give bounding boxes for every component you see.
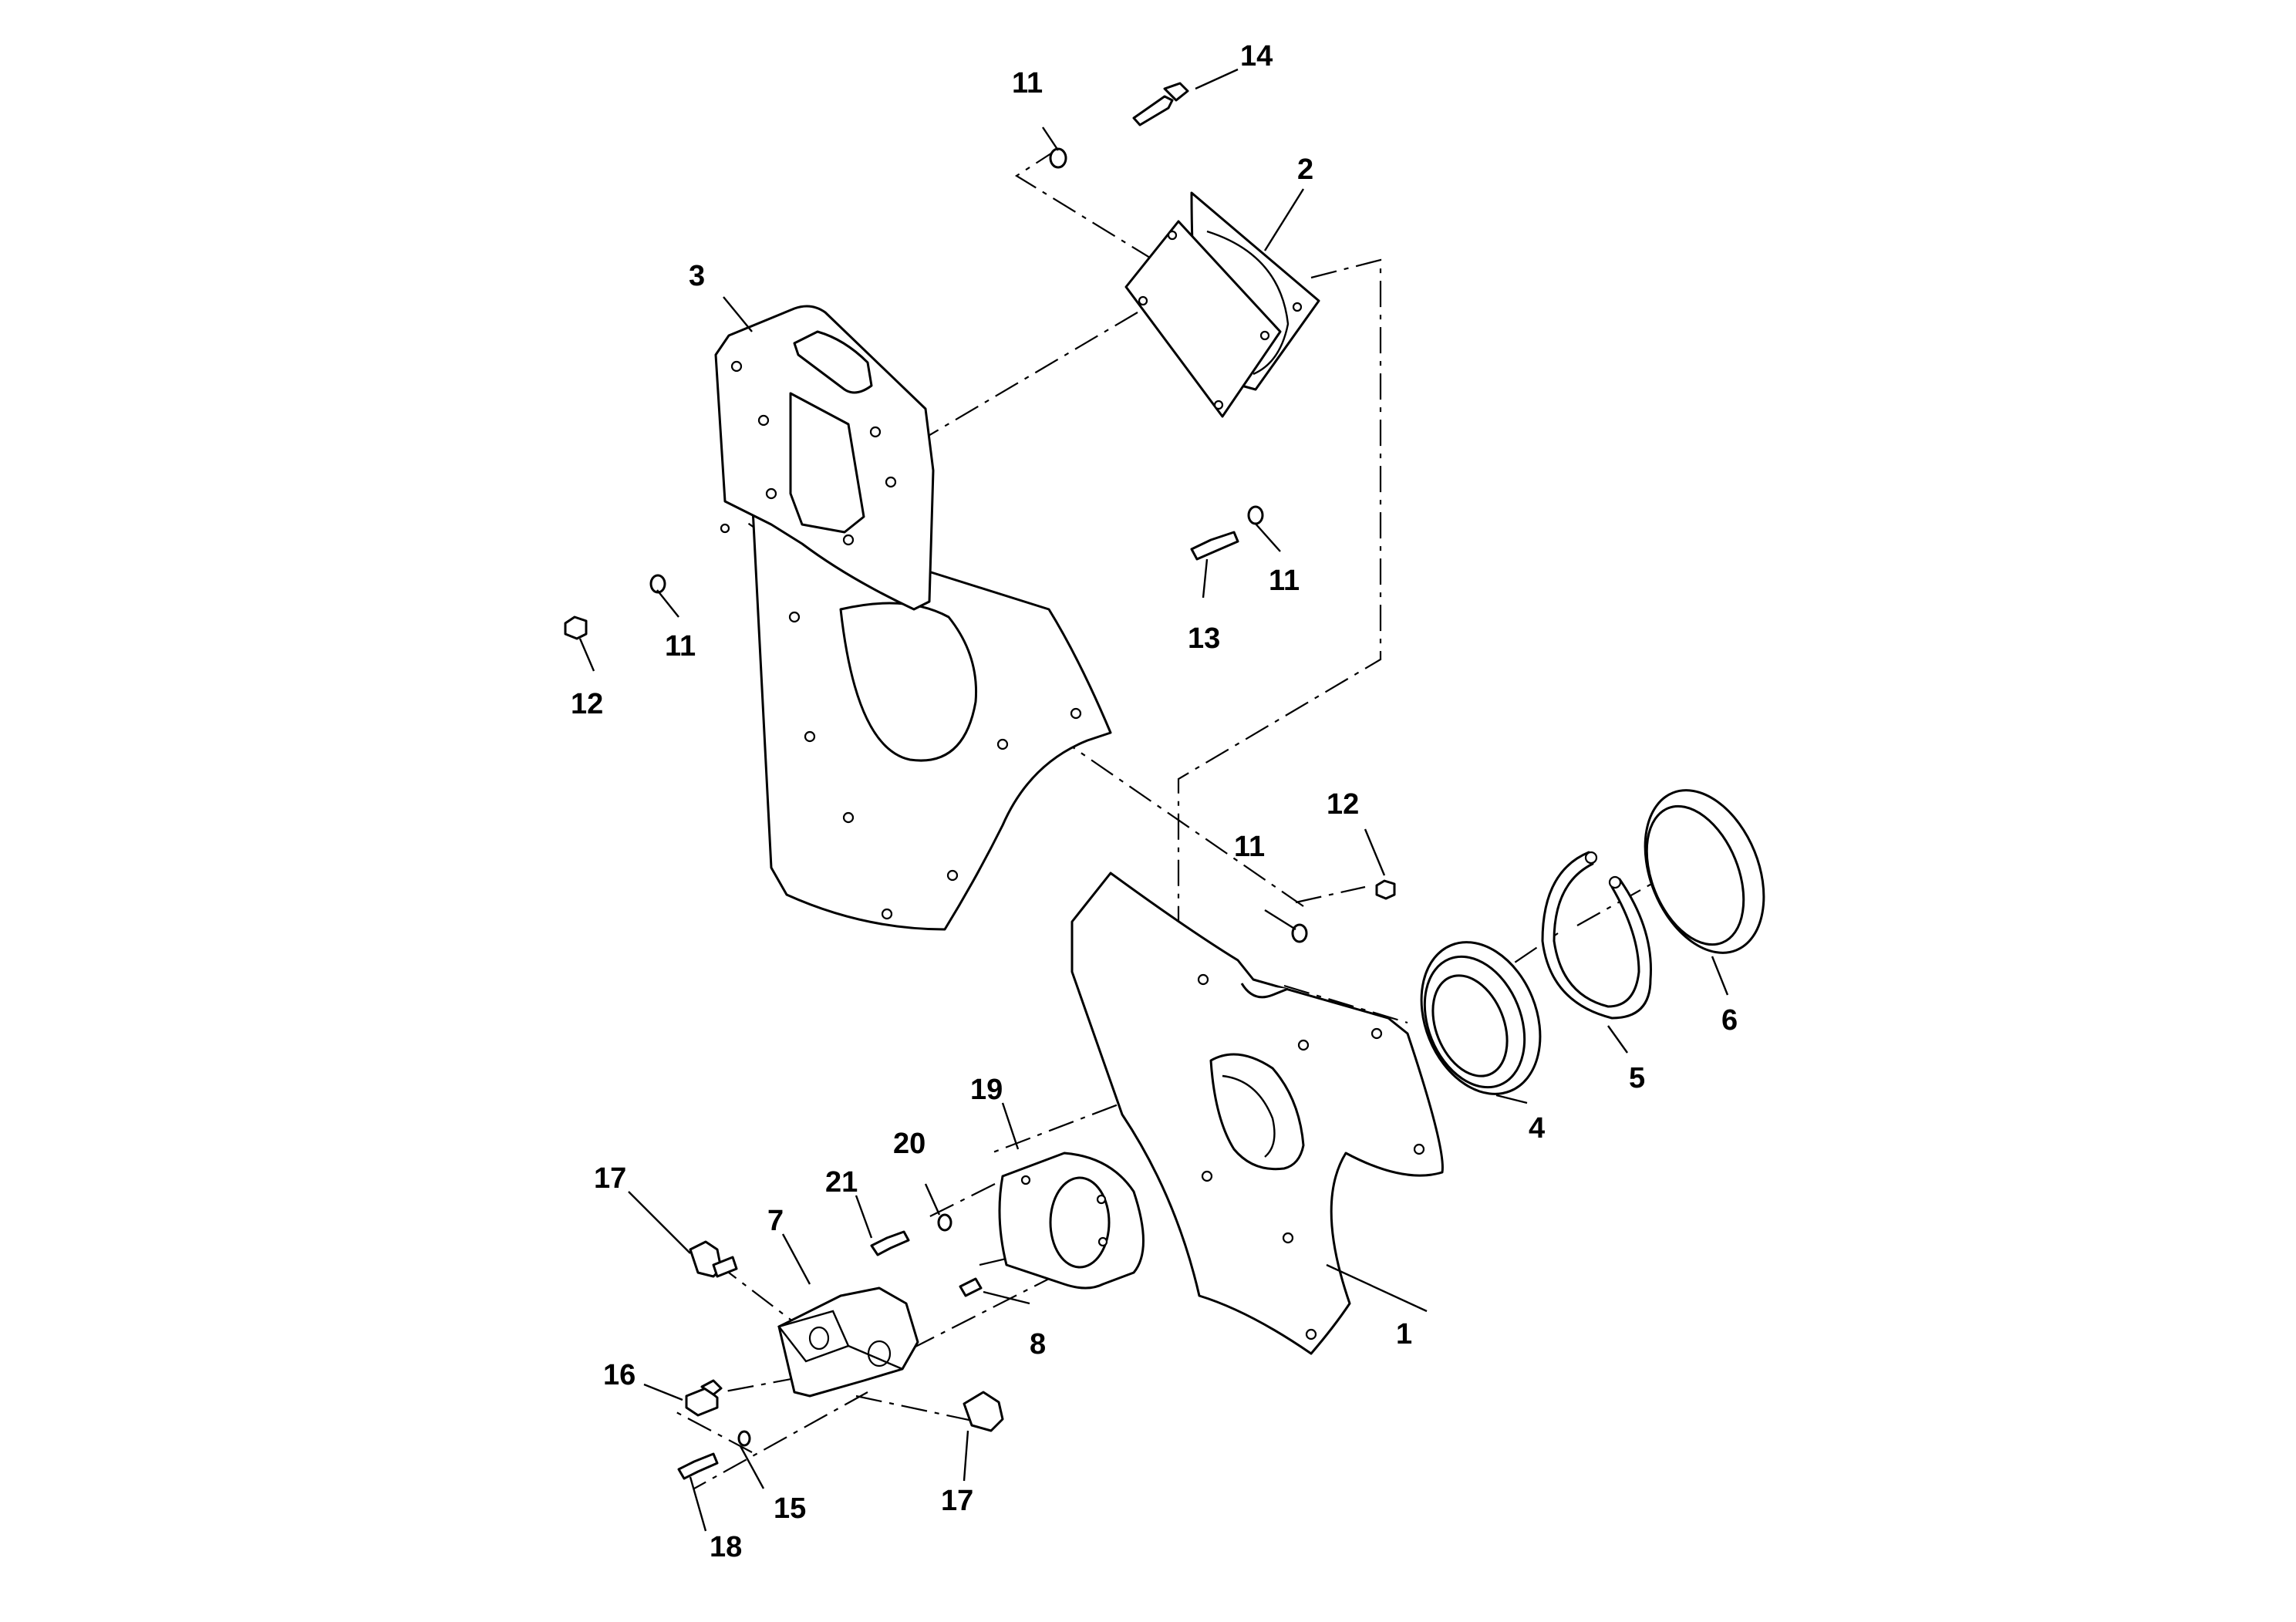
part-19-flange — [998, 1152, 1145, 1290]
callout-17-lower: 17 — [941, 1485, 973, 1517]
callout-7: 7 — [767, 1205, 784, 1237]
callout-5: 5 — [1629, 1062, 1645, 1094]
callout-11-right: 11 — [1269, 565, 1300, 597]
callout-19: 19 — [970, 1074, 1003, 1106]
callout-1: 1 — [1396, 1318, 1412, 1351]
callout-11-lower: 11 — [1234, 831, 1265, 863]
callout-16: 16 — [603, 1359, 636, 1391]
callout-6: 6 — [1721, 1004, 1738, 1037]
part-7-hydraulic-motor — [777, 1286, 919, 1398]
part-5-circlip — [1541, 851, 1652, 1020]
callout-17-upper: 17 — [594, 1162, 626, 1195]
callout-11-left: 11 — [665, 630, 696, 663]
callout-11-top: 11 — [1012, 67, 1043, 99]
callout-14: 14 — [1240, 40, 1273, 73]
part-2-adapter-plates — [1124, 191, 1320, 418]
callout-18: 18 — [710, 1531, 742, 1563]
callout-12-left: 12 — [571, 688, 603, 720]
callout-4: 4 — [1529, 1112, 1545, 1145]
callout-12-lower: 12 — [1327, 788, 1359, 821]
callout-8: 8 — [1030, 1328, 1046, 1361]
callout-3: 3 — [689, 260, 705, 292]
callout-labels: 14 11 2 3 11 13 11 12 12 11 6 5 4 19 20 … — [571, 40, 1738, 1563]
part-4-seal — [1420, 941, 1542, 1095]
callout-13: 13 — [1188, 622, 1220, 655]
part-6-retaining-ring — [1644, 789, 1765, 954]
callout-20: 20 — [893, 1128, 925, 1160]
callout-2: 2 — [1297, 153, 1313, 186]
callout-21: 21 — [825, 1166, 858, 1199]
fasteners — [564, 82, 1396, 1480]
leader-lines — [578, 68, 1729, 1532]
part-1-lower-plate — [1070, 872, 1444, 1355]
callout-15: 15 — [774, 1492, 806, 1525]
part-3-upper-bracket — [714, 305, 1112, 931]
